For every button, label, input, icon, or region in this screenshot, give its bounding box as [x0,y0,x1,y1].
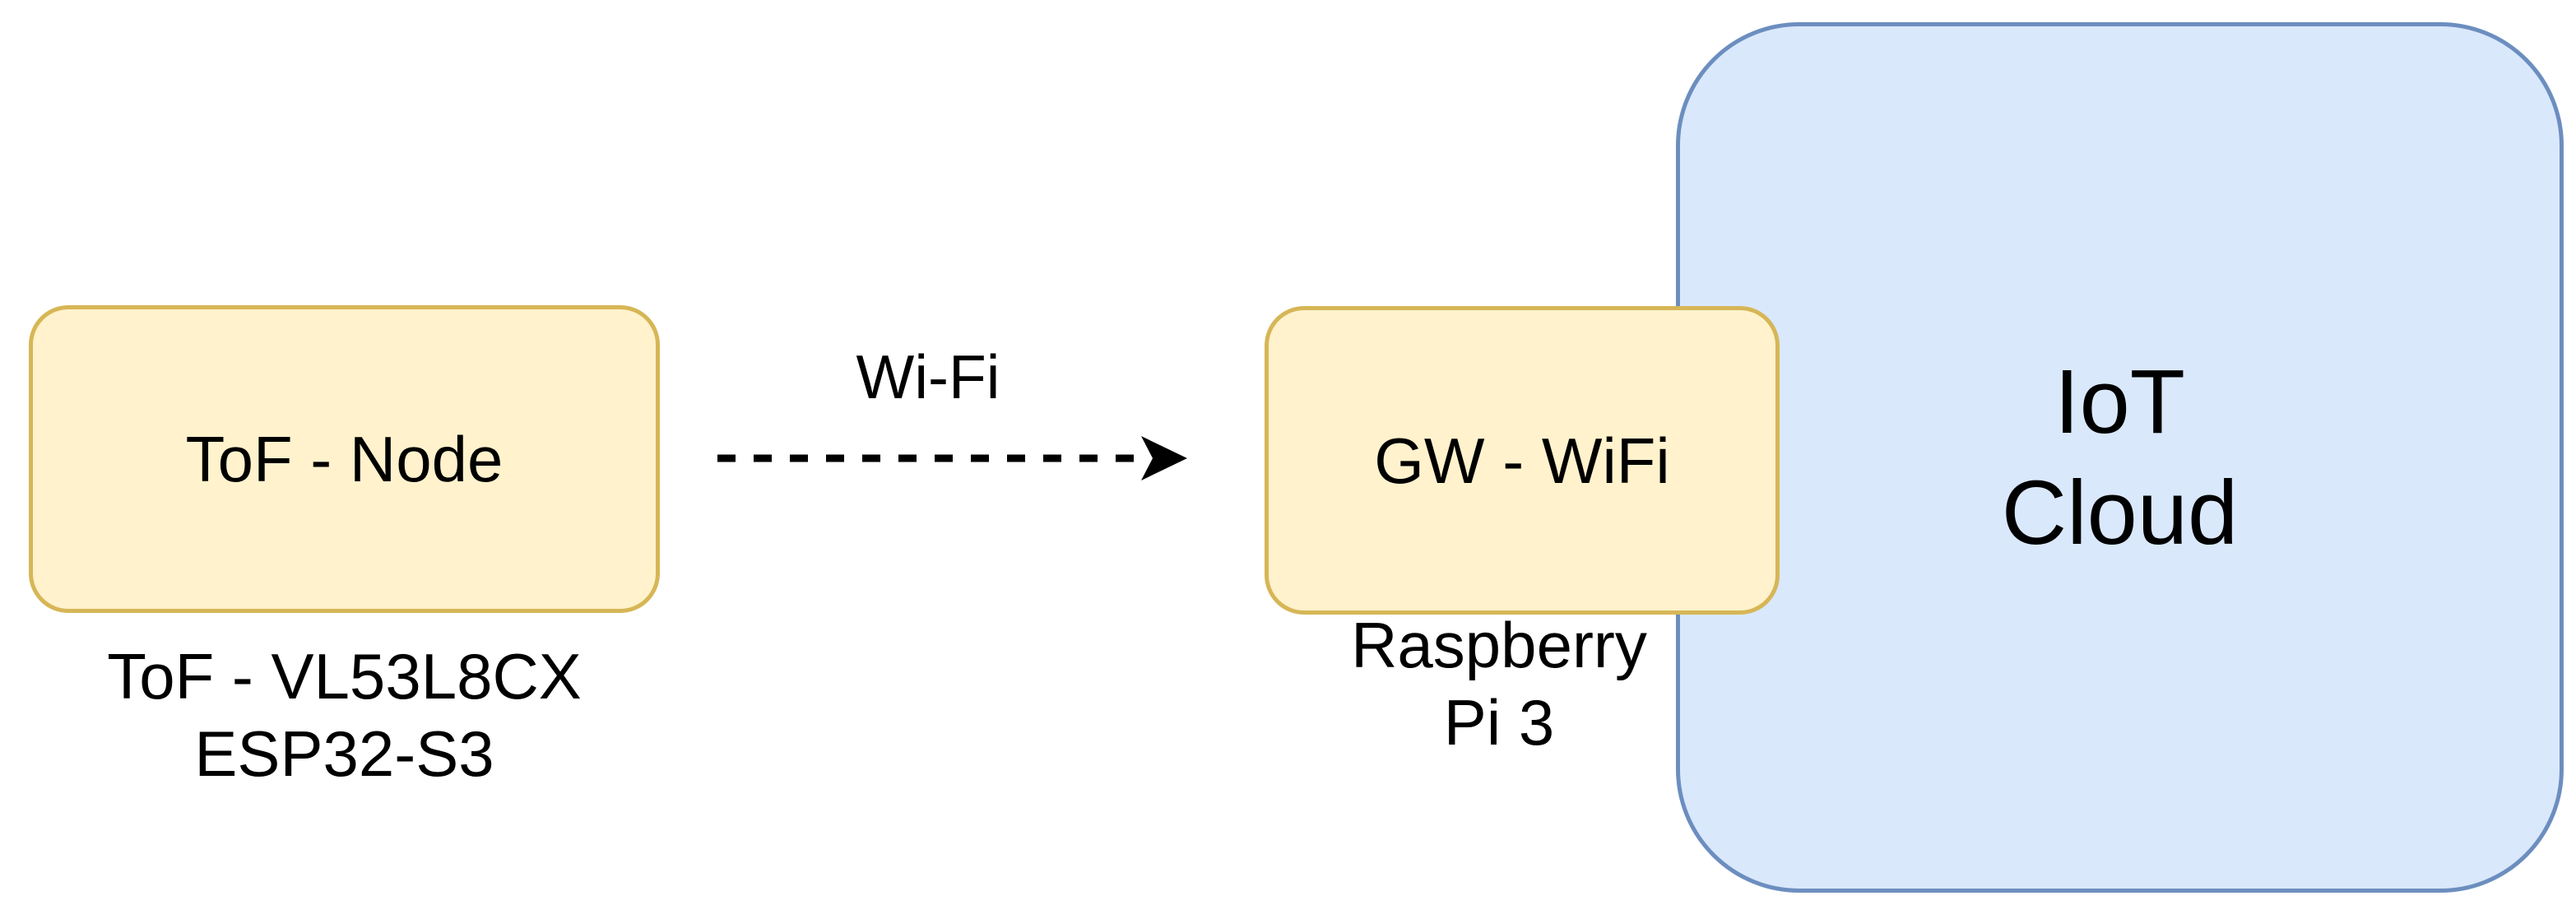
gateway-node: GW - WiFi [1265,306,1780,615]
iot-cloud-label-line2: Cloud [2001,462,2239,564]
wifi-edge-label: Wi-Fi [856,342,1000,411]
tof-node: ToF - Node [29,305,660,613]
iot-cloud-node: IoT Cloud [1676,22,2564,893]
gateway-node-label: GW - WiFi [1374,424,1670,497]
gateway-caption-line1: Raspberry [1351,609,1647,681]
tof-node-caption-line2: ESP32-S3 [194,717,494,790]
iot-cloud-label: IoT Cloud [2002,346,2238,569]
gateway-caption: Raspberry Pi 3 [1252,606,1746,761]
tof-node-caption: ToF - VL53L8CX ESP32-S3 [29,638,660,792]
gateway-caption-line2: Pi 3 [1443,686,1555,759]
arrowhead-icon [1141,436,1187,480]
wifi-connection-arrow [717,436,1187,480]
iot-cloud-label-line1: IoT [2054,351,2185,453]
tof-node-caption-line1: ToF - VL53L8CX [107,640,582,712]
tof-node-label: ToF - Node [185,423,504,495]
